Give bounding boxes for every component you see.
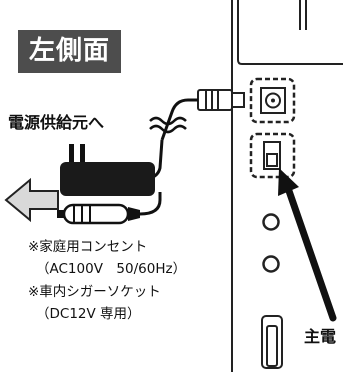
device-side-panel (231, 0, 343, 372)
side-ports (262, 213, 280, 273)
hdmi-port (261, 315, 283, 369)
left-arrow-icon (4, 177, 59, 223)
pointer-arrow-icon (278, 168, 337, 322)
dc-plug-icon (160, 89, 245, 141)
page-title: 左側面 (18, 30, 121, 73)
note-home-outlet: ※家庭用コンセント (28, 239, 148, 255)
main-power-switch (249, 132, 296, 179)
note-dc-spec: （DC12V 専用） (36, 306, 141, 322)
main-power-label: 主電 (298, 322, 343, 352)
ac-adapter-icon (60, 144, 155, 196)
cable-break-marks (149, 116, 187, 134)
car-cigarette-plug-icon (57, 192, 162, 225)
dc-input-jack (249, 77, 296, 124)
note-ac-spec: （AC100V 50/60Hz） (36, 261, 187, 277)
power-source-label: 電源供給元へ (8, 113, 105, 132)
note-car-socket: ※車内シガーソケット (28, 284, 161, 300)
